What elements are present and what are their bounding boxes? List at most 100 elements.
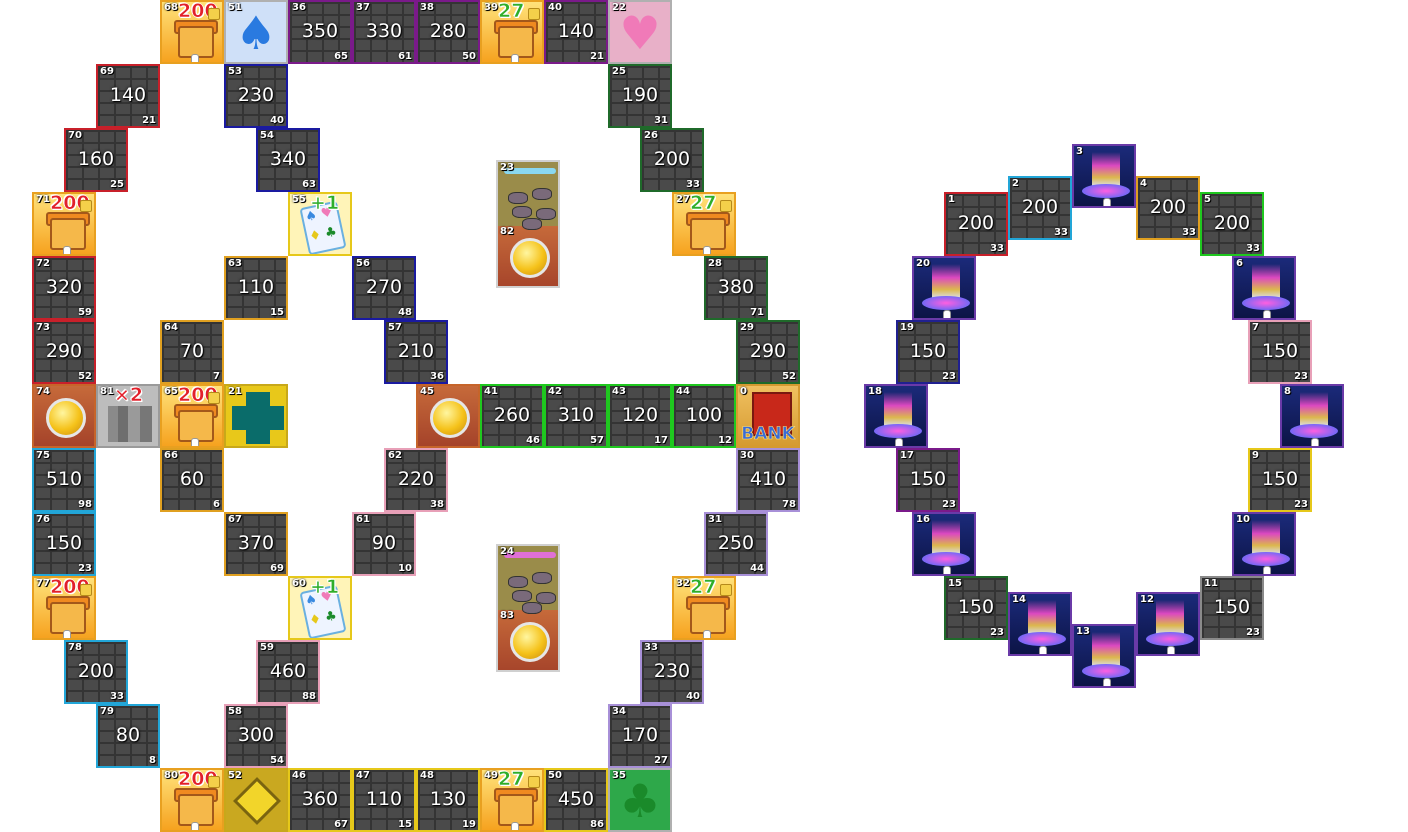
space-price: 200 [957, 212, 995, 234]
board-space-74[interactable]: 74 [32, 384, 96, 448]
warp-beam [884, 392, 912, 426]
board-space-3[interactable]: 3 [1072, 144, 1136, 208]
space-toll: 8 [149, 755, 156, 766]
warp-pin [1103, 198, 1111, 206]
rock-icon [508, 576, 528, 588]
space-number: 33 [644, 642, 658, 653]
space-number: 1 [948, 194, 955, 205]
space-number: 50 [548, 770, 562, 781]
board-space-10[interactable]: 10 [1232, 512, 1296, 576]
board-space-16[interactable]: 16 [912, 512, 976, 576]
board-space-45[interactable]: 45 [416, 384, 480, 448]
gold-coin-icon [430, 398, 470, 438]
board-space-22[interactable]: ♥22 [608, 0, 672, 64]
board-space-6[interactable]: 6 [1232, 256, 1296, 320]
space-number: 63 [228, 258, 242, 269]
shop-badge: 27 [498, 0, 525, 22]
space-toll: 52 [78, 371, 92, 382]
space-number: 41 [484, 386, 498, 397]
space-number: 51 [228, 2, 242, 13]
warp-beam [1252, 520, 1280, 554]
board-space-52[interactable]: 52 [224, 768, 288, 832]
space-toll: 71 [750, 307, 764, 318]
board-space-21[interactable]: 21 [224, 384, 288, 448]
space-number: 35 [612, 770, 626, 781]
board-space-12[interactable]: 12 [1136, 592, 1200, 656]
board-space-51[interactable]: ♠51 [224, 0, 288, 64]
board-space-18[interactable]: 18 [864, 384, 928, 448]
space-price: 230 [653, 660, 691, 682]
board-space-14[interactable]: 14 [1008, 592, 1072, 656]
warp-pin [1167, 646, 1175, 654]
board-space-8[interactable]: 8 [1280, 384, 1344, 448]
board-space-35[interactable]: ♣35 [608, 768, 672, 832]
board-space-13[interactable]: 13 [1072, 624, 1136, 688]
board-space-20[interactable]: 20 [912, 256, 976, 320]
